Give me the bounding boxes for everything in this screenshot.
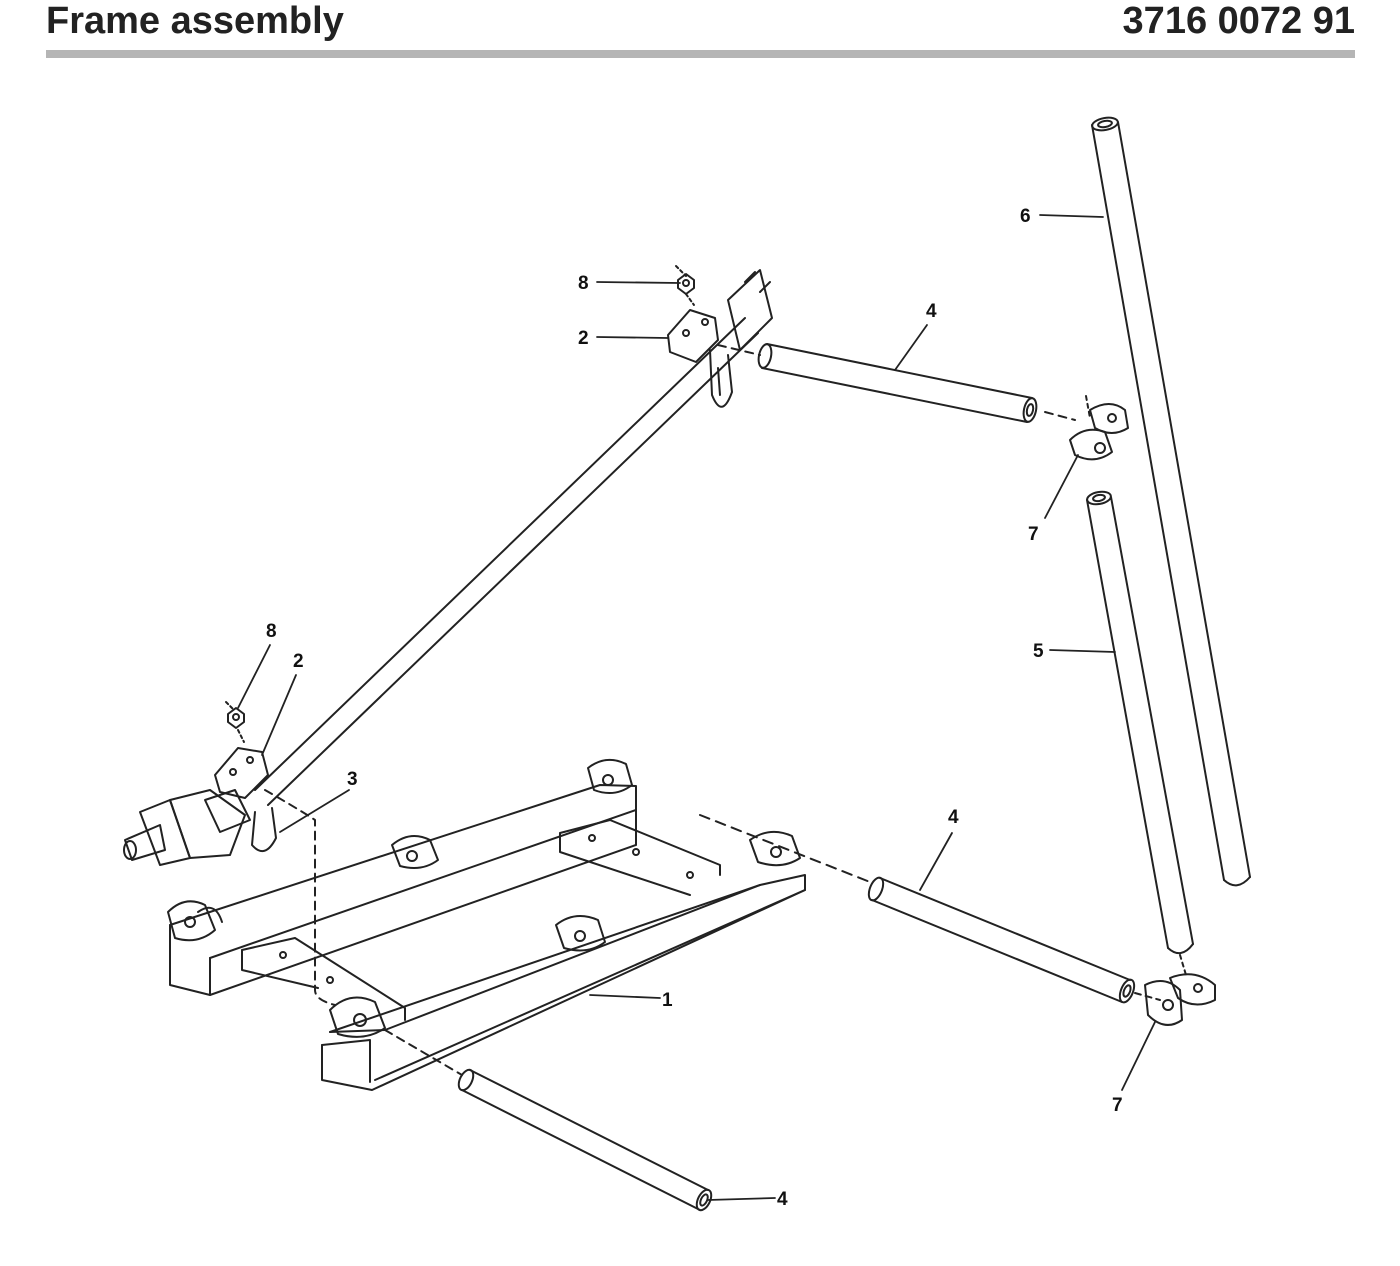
callout-1: 1	[662, 990, 673, 1011]
part-2-upper-clamp	[667, 309, 733, 408]
page-header: Frame assembly 3716 0072 91	[46, 0, 1355, 60]
callout-6: 6	[1020, 206, 1031, 227]
part-7-lower-coupler	[1144, 954, 1216, 1026]
base-coupler-front-middle	[555, 915, 606, 952]
part-5-vertical-tube	[1086, 490, 1194, 955]
callout-4-top: 4	[926, 301, 937, 322]
part-8-lower-nut	[225, 701, 245, 743]
callout-labels: 6 8 2 4 7 5 8 2 3 4 1 7 4	[266, 206, 1123, 1210]
base-coupler-front-right	[749, 830, 801, 867]
callout-5: 5	[1033, 641, 1044, 662]
part-8-upper-nut	[675, 265, 695, 306]
callout-7-upper: 7	[1028, 524, 1039, 545]
part-4-upper-tube	[717, 343, 1038, 423]
callout-2-top: 2	[578, 328, 589, 349]
base-coupler-back-right	[587, 758, 633, 795]
part-3-diagonal-strut	[123, 269, 773, 1006]
part-1-base-frame	[169, 784, 806, 1091]
base-coupler-back-middle	[391, 835, 439, 869]
callout-7-lower: 7	[1112, 1095, 1123, 1116]
leader-lines	[237, 214, 1156, 1201]
callout-4-bottom: 4	[777, 1189, 788, 1210]
callout-2-left: 2	[293, 651, 304, 672]
part-2-lower-clamp	[214, 747, 277, 853]
part-4-bottom-tube	[384, 1029, 713, 1212]
part-6-long-tube	[1091, 116, 1251, 887]
callout-4-middle: 4	[948, 807, 959, 828]
header-divider	[46, 50, 1355, 58]
callout-8-top: 8	[578, 273, 589, 294]
page-title: Frame assembly	[46, 0, 344, 42]
base-coupler-back-left	[167, 900, 223, 942]
callout-8-left: 8	[266, 621, 277, 642]
callout-3: 3	[347, 769, 358, 790]
base-coupler-front-left	[329, 996, 386, 1038]
part-7-upper-coupler	[1044, 395, 1129, 461]
document-number: 3716 0072 91	[1122, 0, 1355, 42]
part-4-middle-tube	[699, 814, 1161, 1004]
